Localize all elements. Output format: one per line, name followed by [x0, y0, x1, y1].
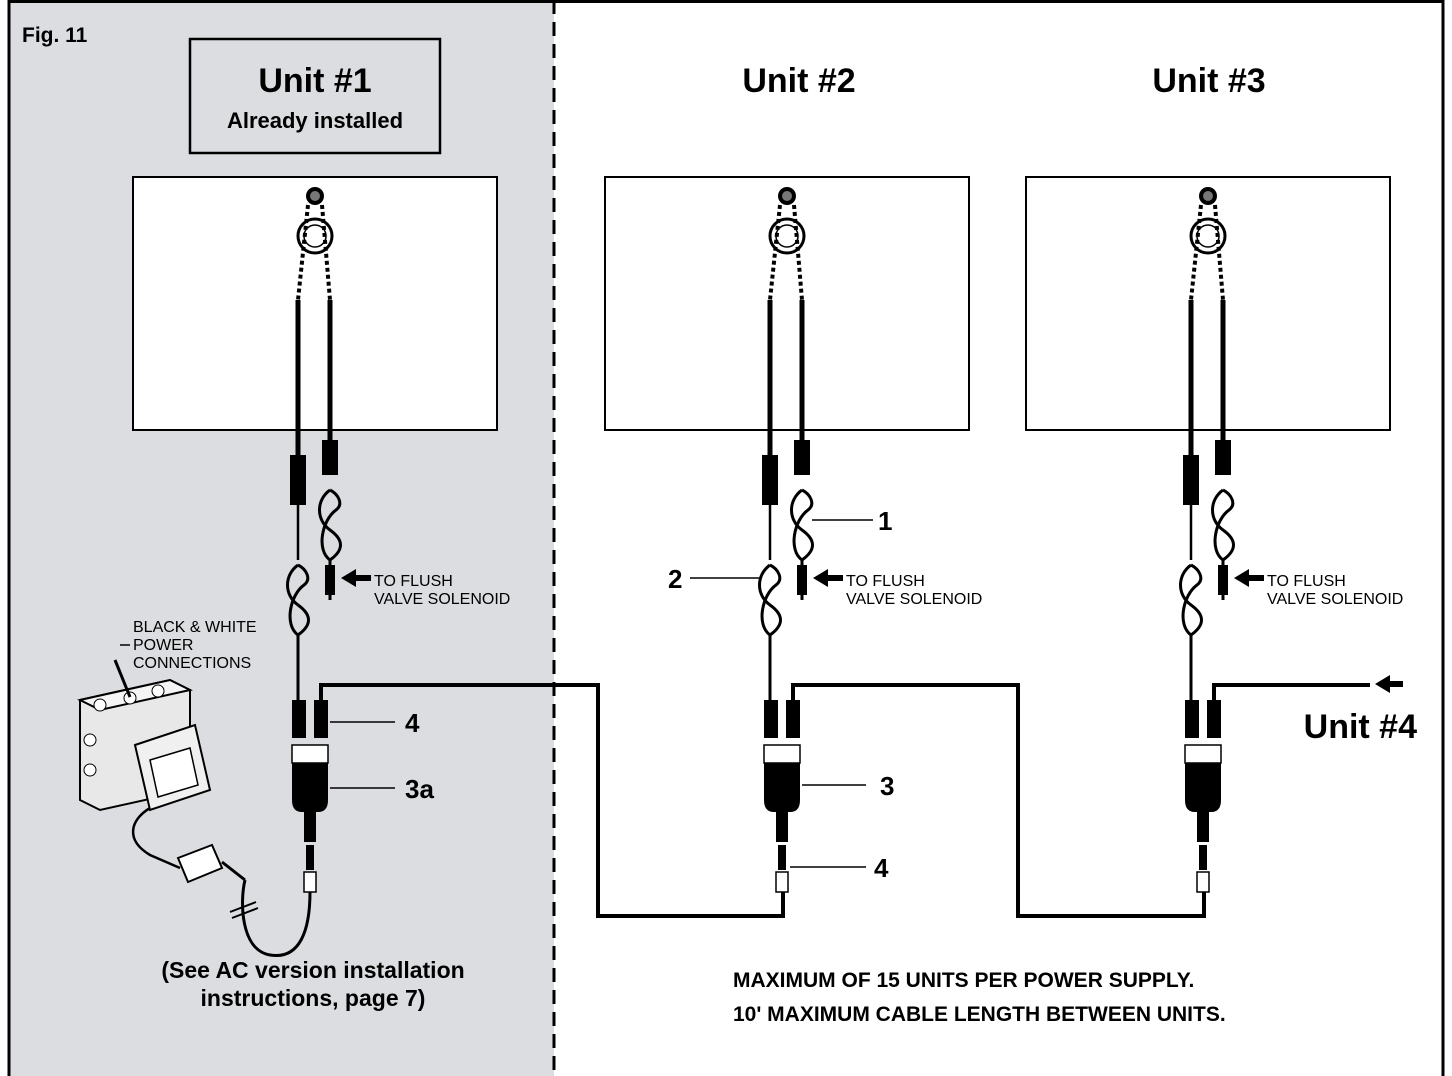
unit-1-title: Unit #1: [258, 62, 371, 100]
power-adapter-icon: [131, 723, 246, 884]
unit-2-solenoid-line1: TO FLUSH: [846, 573, 925, 590]
arrow-left-icon: [1375, 675, 1403, 693]
arrow-left-icon: [1234, 569, 1264, 587]
unit-1-solenoid-line2: VALVE SOLENOID: [374, 591, 510, 608]
unit-2-title: Unit #2: [742, 62, 855, 100]
unit-2-assembly: [604, 176, 970, 893]
unit-3-panel: [1025, 176, 1391, 431]
callout-2: 2: [668, 564, 682, 594]
callout-3: 3: [880, 771, 894, 801]
unit-1-panel: [132, 176, 498, 431]
power-label-line3: CONNECTIONS: [133, 655, 251, 672]
cable-unit2-to-unit3: [791, 683, 1206, 918]
unit-1-subtitle: Already installed: [227, 108, 403, 133]
callout-4-top: 4: [405, 708, 420, 738]
unit-2-panel: [604, 176, 970, 431]
figure-label: Fig. 11: [22, 24, 88, 47]
ac-note-line1: (See AC version installation: [161, 957, 464, 983]
power-label-line1: BLACK & WHITE: [133, 619, 257, 636]
power-label-line2: POWER: [133, 637, 193, 654]
note-line1: MAXIMUM OF 15 UNITS PER POWER SUPPLY.: [733, 969, 1194, 992]
unit-4-title: Unit #4: [1304, 708, 1417, 746]
arrow-left-icon: [813, 569, 843, 587]
unit-3-solenoid-line1: TO FLUSH: [1267, 573, 1346, 590]
unit-3-solenoid-line2: VALVE SOLENOID: [1267, 591, 1403, 608]
unit-1-title-box: [188, 37, 442, 155]
unit-2-solenoid-line2: VALVE SOLENOID: [846, 591, 982, 608]
ac-note-line2: instructions, page 7): [201, 985, 426, 1011]
cable-unit3-to-unit4: [1212, 683, 1370, 700]
unit-3-title: Unit #3: [1152, 62, 1265, 100]
unit-1-solenoid-line1: TO FLUSH: [374, 573, 453, 590]
callout-1: 1: [878, 506, 892, 536]
unit-3-assembly: [1025, 176, 1391, 893]
unit-1-assembly: [132, 176, 498, 958]
note-line2: 10' MAXIMUM CABLE LENGTH BETWEEN UNITS.: [733, 1003, 1226, 1026]
arrow-left-icon: [341, 569, 371, 587]
callout-4-bottom: 4: [874, 853, 889, 883]
shaded-panel: [9, 0, 554, 1076]
callout-3a: 3a: [405, 774, 434, 804]
cable-unit1-to-unit2: [319, 683, 785, 918]
